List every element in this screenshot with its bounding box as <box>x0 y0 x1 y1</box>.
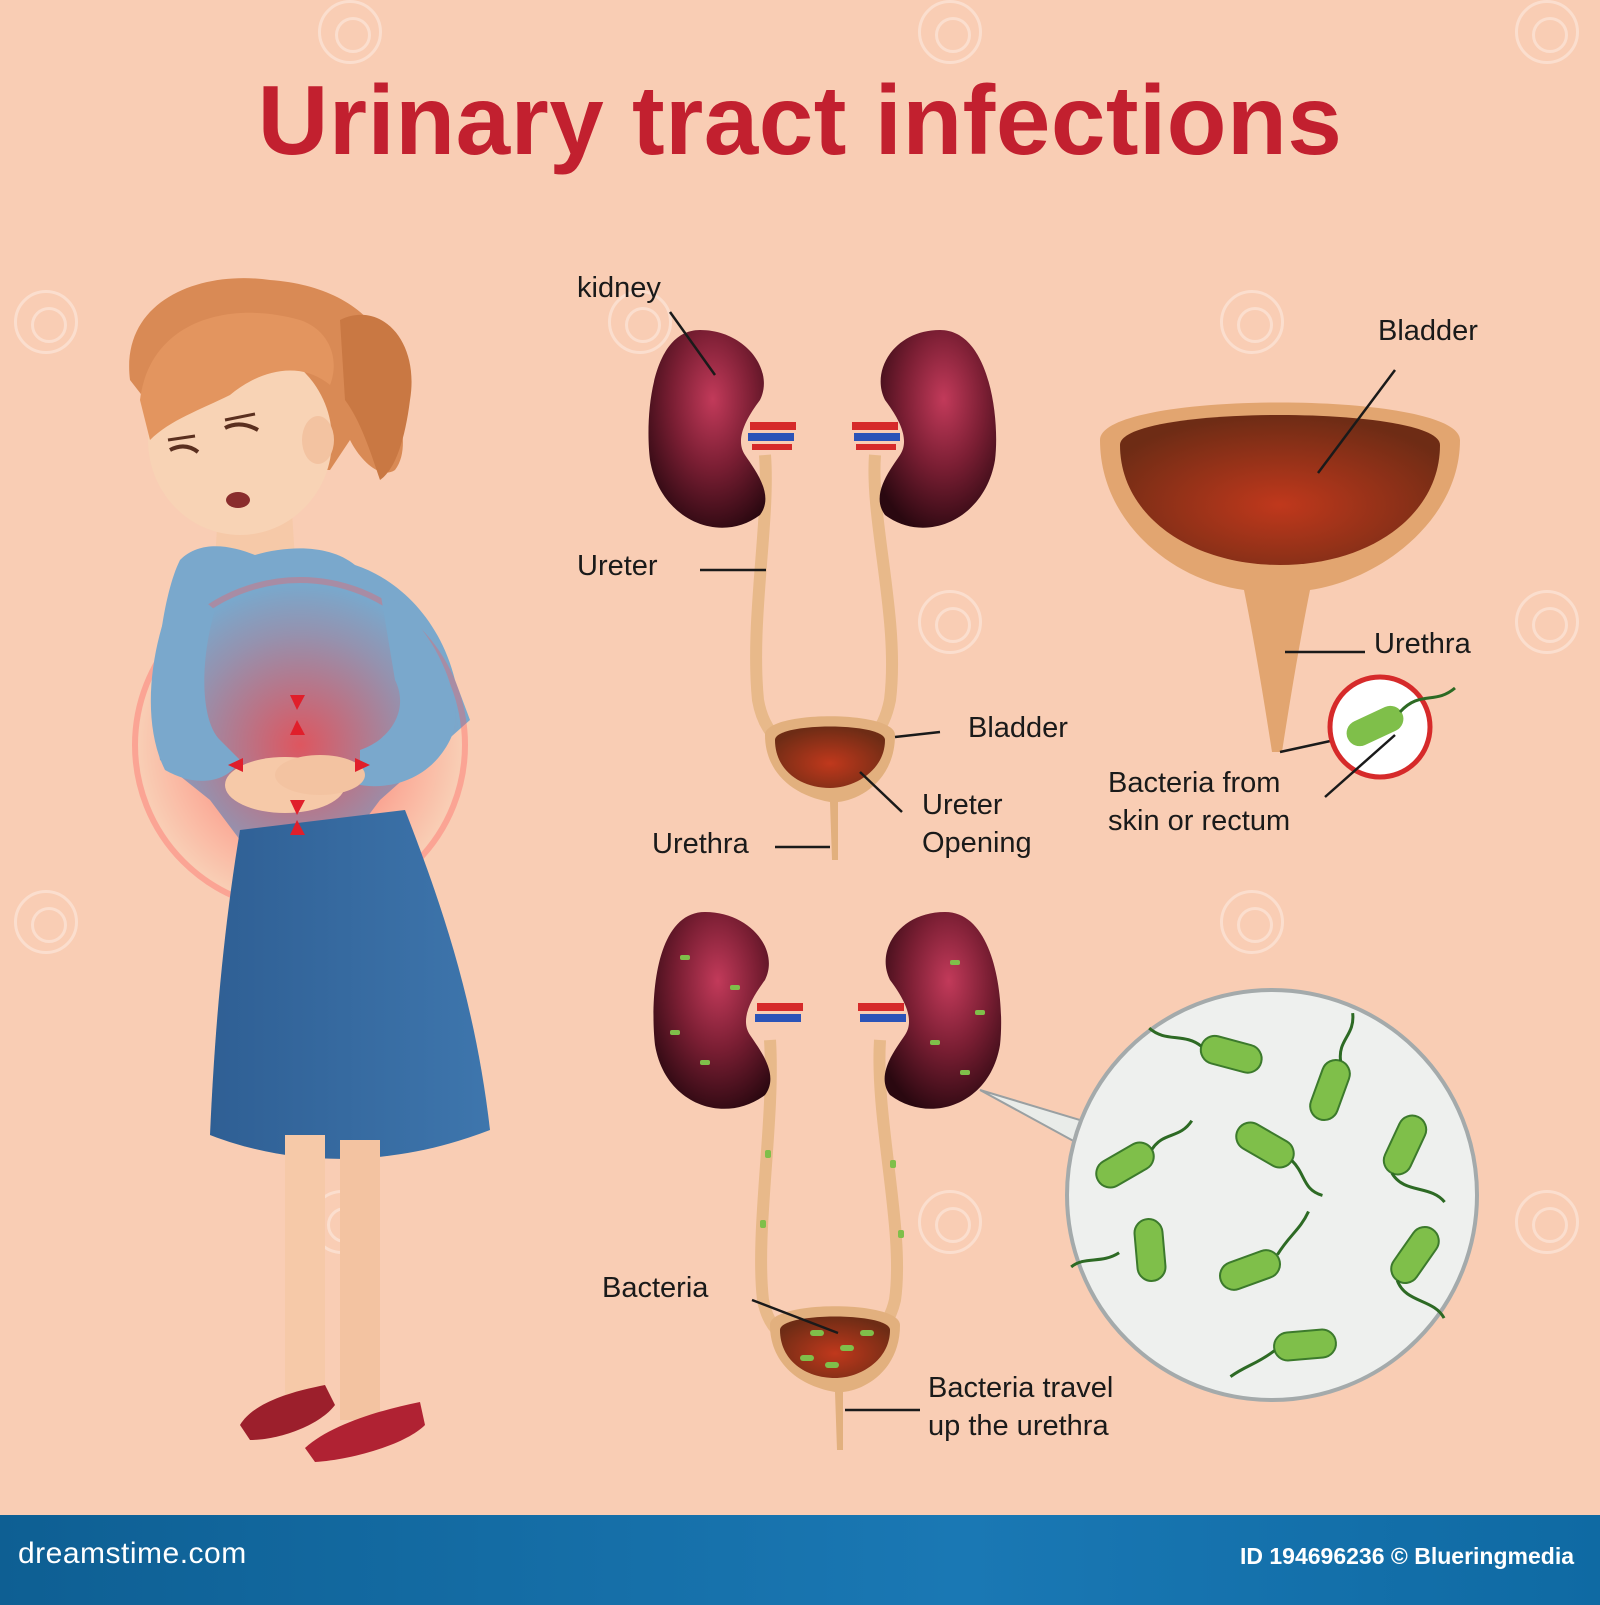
dreamstime-watermark-icon <box>318 0 382 64</box>
woman-in-pain-illustration <box>129 278 490 1462</box>
dreamstime-watermark-icon <box>918 590 982 654</box>
bladder-cross-section <box>1100 369 1460 798</box>
dreamstime-watermark-icon <box>1515 590 1579 654</box>
infected-urinary-system-diagram <box>653 912 1479 1450</box>
dreamstime-watermark-icon <box>1515 1190 1579 1254</box>
dreamstime-watermark-icon <box>1220 890 1284 954</box>
kidney-icon <box>879 330 997 528</box>
label-bacteria: Bacteria <box>602 1272 709 1304</box>
label-ureter-opening-line2: Opening <box>922 826 1032 859</box>
footer-bar: dreamstime.com ID 194696236 © Blueringme… <box>0 1515 1600 1605</box>
label-bacteria-from-line1: Bacteria from <box>1108 767 1281 799</box>
kidney-icon <box>884 912 1002 1109</box>
dreamstime-watermark-icon <box>918 0 982 64</box>
label-urethra-right: Urethra <box>1374 628 1471 660</box>
label-bacteria-from-line2: skin or rectum <box>1108 804 1291 837</box>
label-bacteria-travel-line1: Bacteria travel <box>928 1372 1114 1404</box>
footer-brand: dreamstime.com <box>18 1537 247 1570</box>
label-ureter-opening-line1: Ureter <box>922 789 1003 821</box>
urinary-system-diagram <box>648 311 997 860</box>
kidney-icon <box>648 330 766 528</box>
label-kidney: kidney <box>577 272 661 304</box>
magnifier-circle-icon <box>1065 988 1479 1402</box>
dreamstime-watermark-icon <box>918 1190 982 1254</box>
label-ureter-opening: Ureter Opening <box>922 787 1032 862</box>
label-bacteria-travel: Bacteria travel up the urethra <box>928 1370 1113 1445</box>
dreamstime-watermark-icon <box>14 890 78 954</box>
dreamstime-watermark-icon <box>14 290 78 354</box>
label-bladder: Bladder <box>968 712 1068 744</box>
label-bacteria-from: Bacteria from skin or rectum <box>1108 765 1290 840</box>
bacteria-icon <box>1070 1012 1446 1378</box>
footer-id-credit: ID 194696236 © Blueringmedia <box>1240 1543 1574 1569</box>
label-urethra: Urethra <box>652 828 749 860</box>
kidney-icon <box>653 912 771 1109</box>
label-bladder-right: Bladder <box>1378 315 1478 347</box>
bacteria-icon <box>1346 686 1456 747</box>
label-ureter: Ureter <box>577 550 658 582</box>
illustration-canvas <box>129 278 1479 1462</box>
dreamstime-watermark-icon <box>608 290 672 354</box>
page-title: Urinary tract infections <box>257 65 1343 175</box>
dreamstime-watermark-icon <box>1515 0 1579 64</box>
dreamstime-watermark-icon <box>1220 290 1284 354</box>
label-bacteria-travel-line2: up the urethra <box>928 1409 1109 1442</box>
